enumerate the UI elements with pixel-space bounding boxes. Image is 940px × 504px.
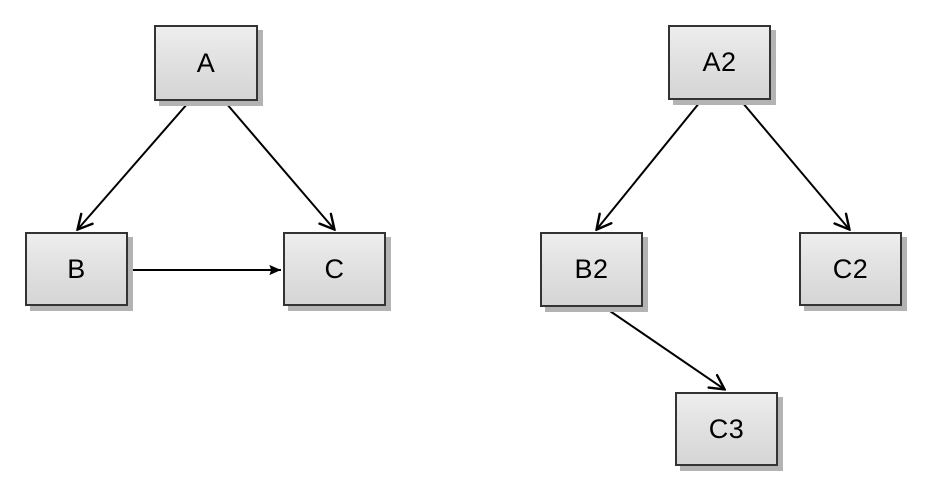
- node-c[interactable]: C: [283, 232, 386, 306]
- node-b2[interactable]: B2: [540, 232, 643, 307]
- edge-a2-c2: [741, 101, 849, 229]
- node-a2[interactable]: A2: [668, 25, 771, 100]
- edge-a2-b2: [597, 101, 701, 229]
- node-label-c3: C3: [708, 413, 745, 444]
- node-label-a: A: [196, 47, 216, 78]
- node-a[interactable]: A: [154, 25, 258, 101]
- edges-group: [78, 101, 849, 389]
- edge-b2-c3: [606, 308, 724, 389]
- node-label-a2: A2: [702, 47, 737, 77]
- node-c2[interactable]: C2: [799, 232, 902, 306]
- node-label-c2: C2: [832, 253, 869, 284]
- node-b[interactable]: B: [25, 232, 128, 306]
- node-label-c: C: [324, 253, 345, 284]
- node-c3[interactable]: C3: [675, 392, 778, 466]
- edge-a-b: [78, 102, 189, 229]
- node-label-b2: B2: [574, 254, 609, 284]
- node-label-b: B: [67, 253, 86, 284]
- edge-a-c: [225, 102, 334, 229]
